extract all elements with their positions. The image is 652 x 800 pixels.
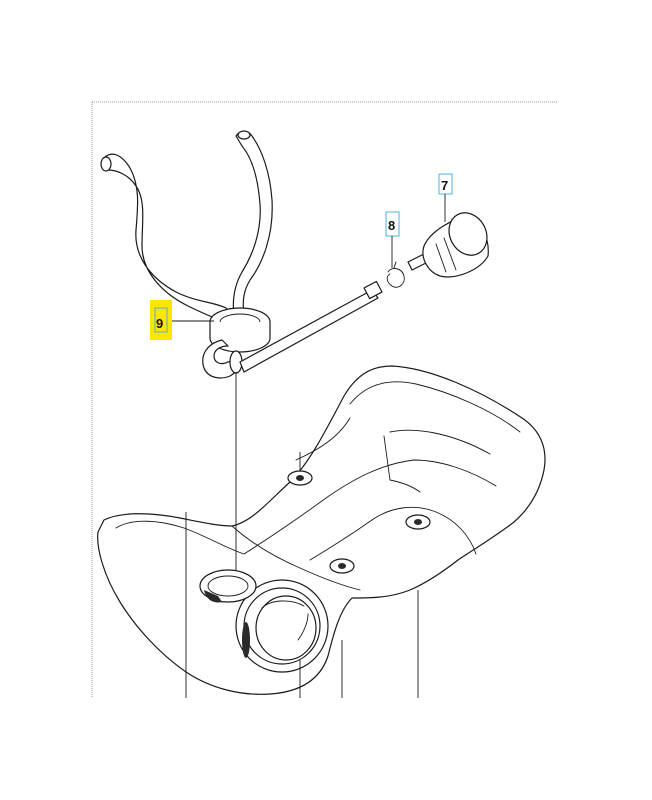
guide-lines	[185, 372, 419, 698]
callout-7-label: 7	[441, 178, 448, 193]
fuel-tank	[97, 365, 546, 695]
callout-8-box	[385, 211, 400, 237]
callout-8-label: 8	[388, 218, 395, 233]
diagram-frame	[91, 101, 557, 698]
fuel-hose-assembly	[100, 130, 383, 379]
hose-clip	[386, 261, 405, 288]
fuel-filter	[407, 212, 489, 278]
callout-7[interactable]: 7	[438, 173, 453, 222]
callout-7-box	[438, 173, 453, 195]
callout-8[interactable]: 8	[385, 211, 400, 268]
callout-9[interactable]: 9	[150, 300, 214, 340]
callout-9-box	[154, 307, 168, 333]
callout-9-label: 9	[156, 316, 163, 331]
